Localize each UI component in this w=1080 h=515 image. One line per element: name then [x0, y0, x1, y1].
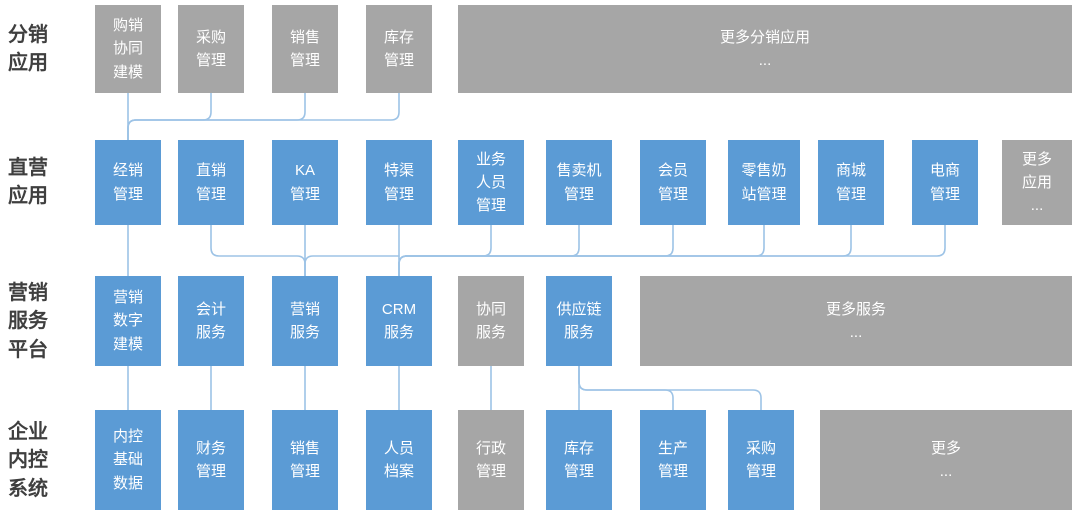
box-ka-mgmt: KA 管理	[272, 140, 338, 225]
box-more: 更多 ...	[820, 410, 1072, 510]
box-marketing-service: 营销 服务	[272, 276, 338, 366]
connector-line	[398, 224, 765, 277]
box-more-distribution-apps: 更多分销应用 ...	[458, 5, 1072, 93]
box-ecommerce-mgmt: 电商 管理	[912, 140, 978, 225]
box-dealer-mgmt: 经销 管理	[95, 140, 161, 225]
box-procurement-mgmt: 采购 管理	[178, 5, 244, 93]
box-vending-machine-mgmt: 售卖机 管理	[546, 140, 612, 225]
box-marketing-digital-modeling: 营销 数字 建模	[95, 276, 161, 366]
connector-line	[398, 224, 946, 277]
box-sales-staff-mgmt: 业务 人员 管理	[458, 140, 524, 225]
row-label-marketing-service-platform: 营销 服务 平台	[8, 282, 48, 361]
box-crm-service: CRM 服务	[366, 276, 432, 366]
box-member-mgmt: 会员 管理	[640, 140, 706, 225]
box-procurement-mgmt-internal: 采购 管理	[728, 410, 794, 510]
box-collaboration-service: 协同 服务	[458, 276, 524, 366]
row-label-enterprise-internal-control: 企业 内控 系统	[8, 421, 48, 500]
connector-line	[398, 224, 674, 277]
connector-line	[210, 224, 306, 277]
box-inventory-mgmt-internal: 库存 管理	[546, 410, 612, 510]
connector-line	[398, 224, 852, 277]
row-label-distribution-apps: 分销 应用	[8, 24, 48, 75]
connector-line	[304, 255, 400, 277]
box-sales-mgmt-internal: 销售 管理	[272, 410, 338, 510]
box-retail-milk-station-mgmt: 零售奶 站管理	[728, 140, 800, 225]
box-production-mgmt: 生产 管理	[640, 410, 706, 510]
box-special-channel-mgmt: 特渠 管理	[366, 140, 432, 225]
connector-line	[127, 92, 306, 141]
row-label-direct-apps: 直营 应用	[8, 157, 48, 208]
box-finance-mgmt: 财务 管理	[178, 410, 244, 510]
box-personnel-files: 人员 档案	[366, 410, 432, 510]
box-more-services: 更多服务 ...	[640, 276, 1072, 366]
box-mall-mgmt: 商城 管理	[818, 140, 884, 225]
box-purchase-sales-collab-modeling: 购销 协同 建模	[95, 5, 161, 93]
box-direct-sales-mgmt: 直销 管理	[178, 140, 244, 225]
connector-line	[398, 224, 580, 277]
box-accounting-service: 会计 服务	[178, 276, 244, 366]
connector-line	[398, 224, 492, 277]
box-internal-control-base-data: 内控 基础 数据	[95, 410, 161, 510]
box-sales-mgmt: 销售 管理	[272, 5, 338, 93]
connector-line	[127, 92, 400, 141]
box-inventory-mgmt: 库存 管理	[366, 5, 432, 93]
box-supply-chain-service: 供应链 服务	[546, 276, 612, 366]
connector-line	[127, 92, 212, 141]
box-more-apps: 更多 应用 ...	[1002, 140, 1072, 225]
box-admin-mgmt: 行政 管理	[458, 410, 524, 510]
connector-line	[578, 365, 762, 411]
connector-line	[578, 365, 674, 411]
